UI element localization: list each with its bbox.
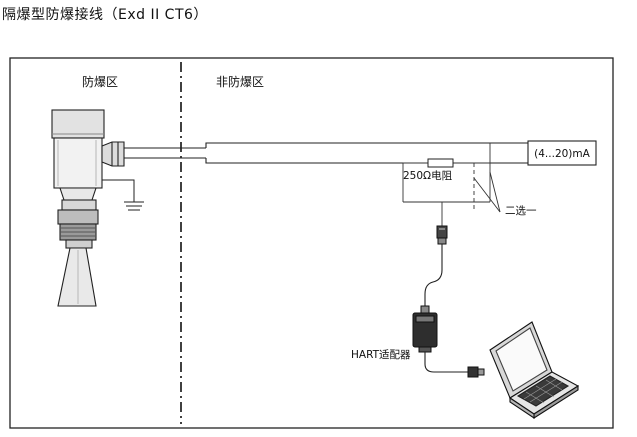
ground-symbol (102, 179, 144, 211)
laptop (489, 321, 580, 420)
zone-label-non-explosion-proof: 非防爆区 (216, 74, 264, 89)
diagram-frame (9, 57, 614, 429)
resistor-label: 250Ω电阻 (403, 169, 453, 182)
adapter-cable (424, 244, 443, 306)
hart-adapter (412, 305, 438, 353)
hart-tap-wiring (402, 143, 501, 226)
zone-label-explosion-proof: 防爆区 (82, 74, 118, 89)
hart-adapter-label: HART适配器 (351, 349, 411, 361)
choose-one-label: 二选一 (505, 204, 537, 217)
current-output-box (527, 140, 597, 166)
clip-connector (436, 225, 448, 245)
radar-transmitter (51, 109, 125, 307)
usb-plug (467, 366, 485, 378)
laptop-cable (424, 352, 468, 373)
current-range-label: (4...20)mA (534, 148, 590, 160)
resistor-250-ohm (427, 158, 454, 168)
page-title: 隔爆型防爆接线（Exd II CT6） (2, 7, 208, 23)
signal-cable (124, 142, 528, 164)
